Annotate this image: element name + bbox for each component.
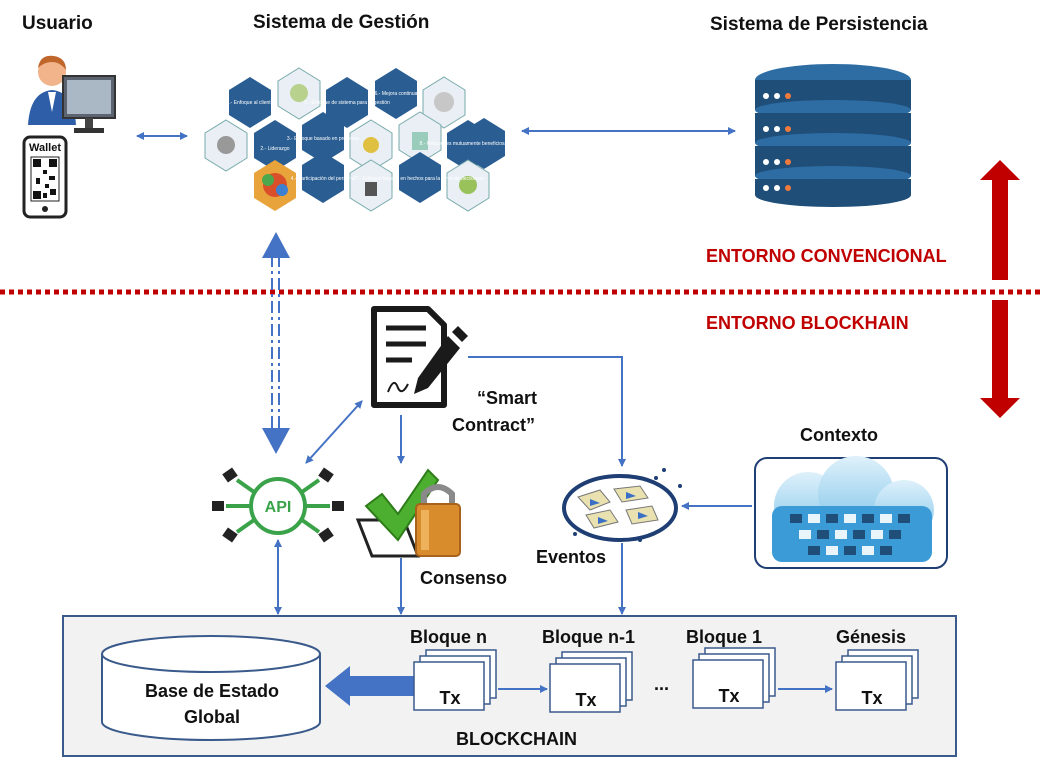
hex-label-3: 3.- Enfoque basado en procesos — [287, 136, 360, 142]
genesis-tx: Tx — [861, 688, 882, 708]
hex-label-8: 8.- Relaciones mutuamente beneficiosas c… — [420, 141, 549, 147]
block-n-title: Bloque n — [410, 627, 487, 647]
blocks-ellipsis: ... — [654, 674, 670, 694]
user-icon — [28, 55, 116, 133]
block-n-tx: Tx — [439, 688, 460, 708]
consensus-checkmark-lock-icon — [355, 468, 461, 558]
genesis-block-stack — [835, 649, 919, 711]
block-n-1-title: Bloque n-1 — [542, 627, 635, 647]
smart-contract-line2: Contract” — [452, 415, 536, 435]
hex-label-2: 2.- Liderazgo — [260, 146, 289, 152]
state-db-line1: Base de Estado — [144, 681, 280, 701]
wallet-phone-icon — [22, 135, 68, 219]
consenso-label: Consenso — [420, 568, 508, 588]
blockchain-environment-label: ENTORNO BLOCKHAIN — [706, 313, 909, 333]
context-cloud-icon — [754, 456, 948, 569]
block-to-state-arrow — [325, 666, 414, 706]
block-n-stack — [413, 649, 497, 711]
gestion-title: Sistema de Gestión — [253, 12, 430, 33]
hex-label-1: 1.- Enfoque al cliente — [227, 100, 274, 106]
block-1-title: Bloque 1 — [686, 627, 763, 647]
block-n-1-stack — [549, 651, 633, 713]
blockchain-environment-red-arrow — [980, 300, 1020, 418]
api-label: API — [265, 499, 292, 516]
events-icon — [562, 468, 682, 542]
wallet-label: Wallet — [29, 142, 61, 154]
state-database-cylinder — [101, 635, 321, 741]
conventional-environment-label: ENTORNO CONVENCIONAL — [706, 246, 947, 266]
persistencia-title: Sistema de Persistencia — [710, 14, 928, 35]
api-icon — [212, 467, 344, 543]
eventos-label: Eventos — [536, 547, 607, 567]
database-server-icon — [755, 64, 911, 207]
contract-events-arrow — [468, 356, 626, 467]
hex-label-4: 4.- Participación del personal — [291, 176, 355, 182]
usuario-title: Usuario — [22, 13, 93, 34]
hex-label-5: 5.- Enfoque de sistema para la gestión — [304, 100, 390, 106]
contexto-title: Contexto — [800, 425, 878, 445]
smart-contract-icon — [371, 306, 468, 408]
block-n-1-tx: Tx — [575, 690, 596, 710]
api-contract-arrow — [305, 400, 363, 464]
conventional-environment-red-arrow — [980, 160, 1020, 280]
block-1-stack — [692, 647, 776, 709]
hex-label-7: 7.- Enfoque basado en hechos para la tom… — [355, 176, 485, 182]
management-hex-diagram — [204, 67, 505, 212]
management-api-dashed-arrow — [262, 232, 290, 454]
hex-label-6: 6.- Mejora continua — [375, 91, 418, 97]
blockchain-label: BLOCKCHAIN — [456, 729, 577, 749]
block-1-tx: Tx — [718, 686, 739, 706]
smart-contract-line1: “Smart — [477, 388, 538, 408]
genesis-title: Génesis — [836, 627, 907, 647]
state-db-line2: Global — [183, 707, 240, 727]
